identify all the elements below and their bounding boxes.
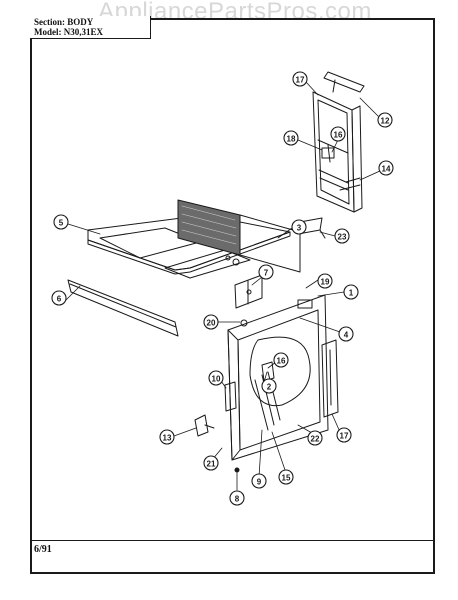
svg-text:18: 18 <box>287 135 296 144</box>
svg-text:23: 23 <box>338 233 347 242</box>
title-block: Section: BODY Model: N30,31EX <box>30 16 151 39</box>
svg-text:4: 4 <box>344 331 349 340</box>
footer-rule <box>30 540 435 541</box>
svg-text:20: 20 <box>207 319 216 328</box>
svg-text:1: 1 <box>349 289 354 298</box>
svg-text:5: 5 <box>59 219 64 228</box>
callout-12: 12 <box>377 112 393 128</box>
back-panel-assembly <box>312 71 365 213</box>
svg-text:14: 14 <box>382 165 391 174</box>
callout-10: 10 <box>208 370 224 386</box>
svg-text:17: 17 <box>296 76 305 85</box>
callout-22: 22 <box>307 430 323 446</box>
hinge-bracket <box>234 274 263 309</box>
callout-7: 7 <box>258 264 274 280</box>
callout-14: 14 <box>378 160 394 176</box>
svg-text:2: 2 <box>267 383 272 392</box>
svg-text:3: 3 <box>297 224 302 233</box>
svg-text:6: 6 <box>57 295 62 304</box>
callout-5: 5 <box>53 214 69 230</box>
callout-group: 17 12 18 16 14 5 3 23 7 19 6 1 20 4 16 2… <box>51 71 394 506</box>
callout-18: 18 <box>283 130 299 146</box>
callout-6: 6 <box>51 290 67 306</box>
svg-text:10: 10 <box>212 375 221 384</box>
svg-text:8: 8 <box>235 495 240 504</box>
callout-19: 19 <box>317 273 333 289</box>
leader-lines <box>65 81 383 491</box>
callout-2: 2 <box>261 378 277 394</box>
callout-16-door: 16 <box>273 352 289 368</box>
callout-13: 13 <box>159 429 175 445</box>
svg-text:16: 16 <box>334 131 343 140</box>
callout-8: 8 <box>229 490 245 506</box>
callout-21: 21 <box>203 455 219 471</box>
callout-17-door: 17 <box>336 427 352 443</box>
screw <box>234 467 240 473</box>
svg-text:17: 17 <box>340 432 349 441</box>
date-code: 6/91 <box>34 544 52 555</box>
svg-text:19: 19 <box>321 278 330 287</box>
svg-text:16: 16 <box>277 357 286 366</box>
model-label: Model: N30,31EX <box>34 27 103 37</box>
top-panel <box>87 199 301 279</box>
callout-9: 9 <box>251 473 267 489</box>
callout-15: 15 <box>278 469 294 485</box>
svg-text:22: 22 <box>311 435 320 444</box>
callout-20: 20 <box>203 314 219 330</box>
side-strip <box>67 279 179 337</box>
svg-text:15: 15 <box>282 474 291 483</box>
callout-1: 1 <box>343 284 359 300</box>
svg-text:9: 9 <box>257 478 262 487</box>
callout-4: 4 <box>338 326 354 342</box>
callout-23: 23 <box>334 228 350 244</box>
drawing-frame <box>30 18 435 574</box>
callout-16-top: 16 <box>330 126 346 142</box>
door-latch <box>194 414 215 437</box>
svg-text:7: 7 <box>264 269 269 278</box>
svg-text:21: 21 <box>207 460 216 469</box>
section-label: Section: BODY <box>34 17 94 27</box>
callout-17-top: 17 <box>292 71 308 87</box>
oven-body <box>224 294 339 461</box>
svg-text:12: 12 <box>381 117 390 126</box>
svg-text:13: 13 <box>163 434 172 443</box>
callout-3: 3 <box>291 219 307 235</box>
